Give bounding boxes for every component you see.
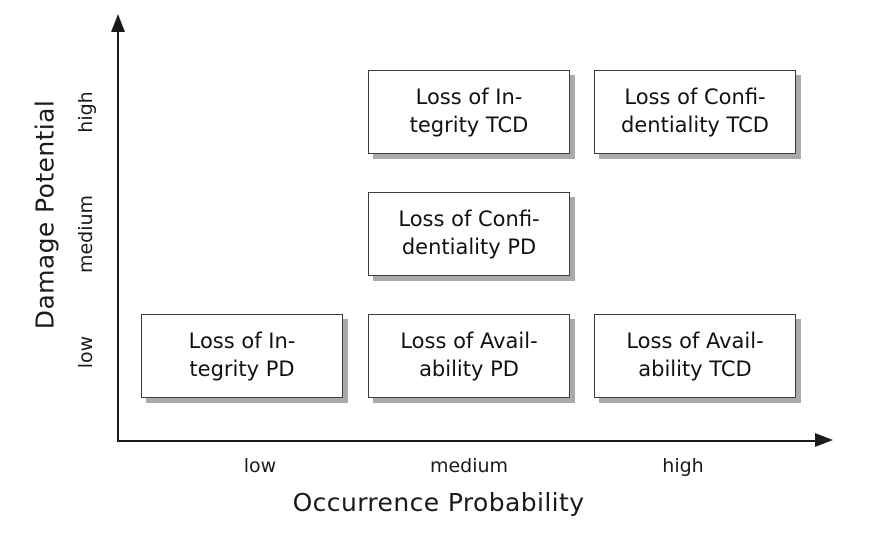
risk-cell-label: Loss of Avail- ability TCD: [626, 329, 764, 381]
risk-cell-label: Loss of Avail- ability PD: [400, 329, 538, 381]
risk-cell-loss-of-integrity-tcd[interactable]: Loss of In- tegrity TCD: [368, 70, 570, 154]
x-axis-arrow-icon: [815, 433, 833, 447]
risk-cell-label: Loss of In- tegrity PD: [188, 329, 296, 381]
risk-cell-label: Loss of In- tegrity TCD: [409, 85, 529, 137]
x-axis-title: Occurrence Probability: [292, 488, 585, 517]
x-tick-label-high: high: [662, 455, 704, 477]
x-tick-label-low: low: [243, 455, 277, 477]
y-tick-label-medium: medium: [75, 194, 97, 274]
risk-cell-label: Loss of Confi- dentiality TCD: [621, 85, 769, 137]
risk-cell-loss-of-availability-tcd[interactable]: Loss of Avail- ability TCD: [594, 314, 796, 398]
x-tick-label-medium: medium: [429, 455, 509, 477]
risk-cell-loss-of-confidentiality-pd[interactable]: Loss of Confi- dentiality PD: [368, 192, 570, 276]
x-axis-line: [117, 440, 817, 442]
y-axis-arrow-icon: [111, 14, 125, 32]
risk-cell-loss-of-availability-pd[interactable]: Loss of Avail- ability PD: [368, 314, 570, 398]
y-tick-label-low: low: [75, 335, 97, 369]
y-axis-line: [117, 30, 119, 442]
risk-cell-label: Loss of Confi- dentiality PD: [398, 207, 540, 259]
y-tick-label-high: high: [75, 91, 97, 133]
y-axis-title: Damage Potential: [30, 99, 60, 330]
risk-cell-loss-of-integrity-pd[interactable]: Loss of In- tegrity PD: [141, 314, 343, 398]
risk-cell-loss-of-confidentiality-tcd[interactable]: Loss of Confi- dentiality TCD: [594, 70, 796, 154]
